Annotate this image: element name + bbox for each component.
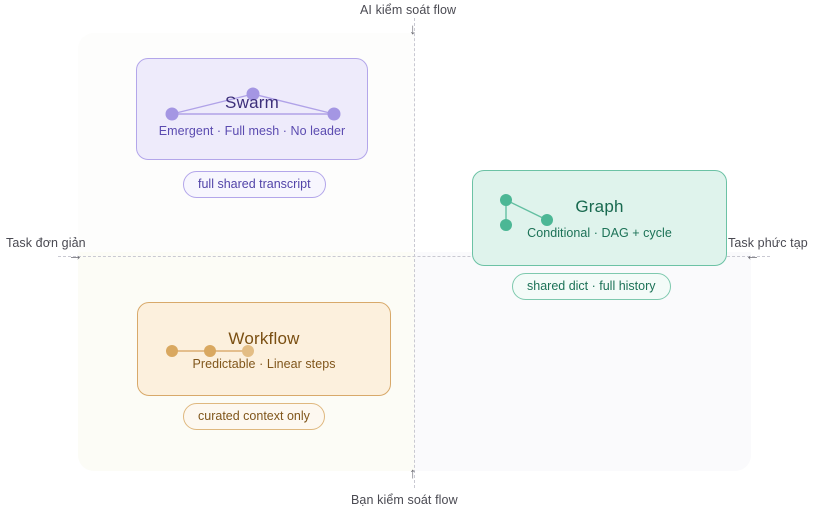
arrow-left-icon: ← <box>745 247 760 264</box>
card-swarm-subtitle: Emergent · Full mesh · No leader <box>158 124 346 138</box>
axis-label-top: AI kiểm soát flow <box>360 3 457 17</box>
card-graph[interactable]: Graph Conditional · DAG + cycle <box>472 170 727 266</box>
pill-workflow-context[interactable]: curated context only <box>183 403 325 430</box>
arrow-up-icon: ↑ <box>409 465 417 482</box>
arrow-down-icon: ↓ <box>409 21 417 38</box>
card-workflow-title: Workflow <box>228 329 300 348</box>
axis-label-left: Task đơn giản <box>6 236 86 250</box>
card-graph-title: Graph <box>575 197 624 216</box>
card-workflow-subtitle: Predictable · Linear steps <box>192 357 336 371</box>
card-swarm[interactable]: Swarm Emergent · Full mesh · No leader <box>136 58 368 160</box>
card-workflow[interactable]: Workflow Predictable · Linear steps <box>137 302 391 396</box>
pill-swarm-context[interactable]: full shared transcript <box>183 171 326 198</box>
arrow-right-icon: → <box>68 247 83 264</box>
card-graph-subtitle: Conditional · DAG + cycle <box>527 226 672 240</box>
axis-label-right: Task phức tạp <box>728 236 808 250</box>
axis-label-bottom: Bạn kiểm soát flow <box>351 493 458 507</box>
horizontal-axis-line <box>58 256 770 257</box>
card-swarm-title: Swarm <box>225 93 279 112</box>
vertical-axis-line <box>414 18 415 488</box>
pill-graph-context[interactable]: shared dict · full history <box>512 273 671 300</box>
